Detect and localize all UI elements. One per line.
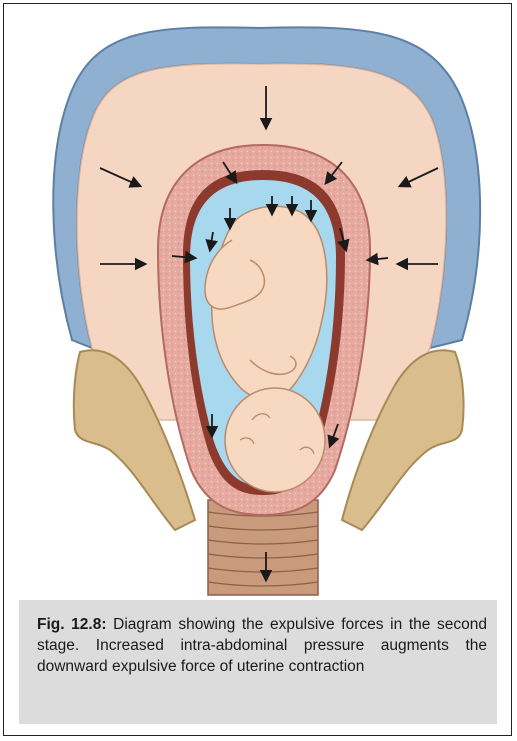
- expulsive-forces-diagram: [0, 0, 517, 600]
- figure-caption: Fig. 12.8: Diagram showing the expulsive…: [19, 600, 497, 724]
- figure-label: Fig. 12.8:: [37, 616, 107, 633]
